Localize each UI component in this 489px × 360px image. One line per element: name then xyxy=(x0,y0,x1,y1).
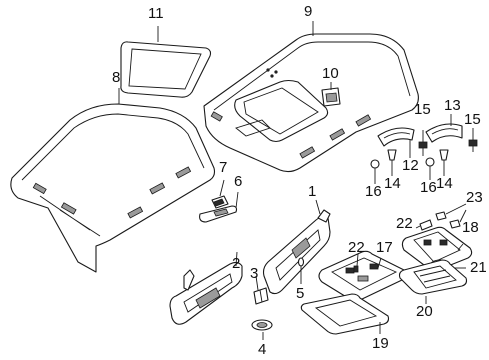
callout-9: 9 xyxy=(304,3,313,20)
leader-23a xyxy=(445,203,467,215)
leader-2 xyxy=(235,251,238,267)
callout-3: 3 xyxy=(250,265,259,282)
callout-23: 23 xyxy=(466,189,483,206)
callout-22b: 22 xyxy=(396,215,413,232)
leader-22b xyxy=(415,225,421,229)
sunroof-glass-part xyxy=(120,41,212,98)
callout-10: 10 xyxy=(322,65,339,82)
callout-14a: 14 xyxy=(384,175,401,192)
callout-2: 2 xyxy=(232,255,241,272)
callout-5: 5 xyxy=(296,285,305,302)
leader-17 xyxy=(377,257,382,269)
callout-22a: 22 xyxy=(348,239,365,256)
console-lens-part xyxy=(300,293,390,335)
sun-visor-left-part xyxy=(169,261,243,325)
map-lamp-housing-part xyxy=(401,226,473,272)
clip-22b-part xyxy=(419,219,433,231)
callout-16a: 16 xyxy=(365,183,382,200)
clip-14b-part xyxy=(439,149,449,166)
screw-15a-part xyxy=(418,141,428,156)
cap-16b-part xyxy=(425,157,435,172)
clip-14a-part xyxy=(387,149,397,166)
leader-18 xyxy=(457,243,464,251)
callout-18: 18 xyxy=(462,219,479,236)
callout-15a: 15 xyxy=(414,101,431,118)
bulb-23-part xyxy=(435,211,461,229)
visor-clip-part xyxy=(199,205,238,223)
callout-1: 1 xyxy=(308,183,317,200)
leader-7 xyxy=(219,179,225,197)
overhead-console-part xyxy=(318,250,407,302)
leader-3 xyxy=(255,275,259,291)
grab-handle-part xyxy=(425,123,463,143)
callout-16b: 16 xyxy=(420,179,437,196)
cap-16a-part xyxy=(370,159,380,174)
callout-21: 21 xyxy=(470,259,487,276)
grab-handle-left-part xyxy=(377,127,415,147)
callout-12: 12 xyxy=(402,157,419,174)
callout-6: 6 xyxy=(234,173,243,190)
callout-17: 17 xyxy=(376,239,393,256)
screw-15b-part xyxy=(468,139,478,152)
callout-8: 8 xyxy=(112,69,121,86)
callout-7: 7 xyxy=(219,159,228,176)
leader-23b xyxy=(459,209,467,223)
bulb-22a-part xyxy=(353,265,359,273)
visor-hook-part xyxy=(253,287,269,305)
callout-4: 4 xyxy=(258,341,267,358)
callout-11: 11 xyxy=(148,5,164,22)
headliner-sunroof-part xyxy=(203,33,419,173)
sun-visor-right-part xyxy=(262,209,331,295)
callout-13: 13 xyxy=(444,97,461,114)
leader-6 xyxy=(235,191,239,209)
overhead-clip-part xyxy=(321,87,341,107)
map-lamp-lens-part xyxy=(398,259,468,295)
callout-15b: 15 xyxy=(464,111,481,128)
leader-1 xyxy=(315,199,321,215)
callout-20: 20 xyxy=(416,303,433,320)
visor-cover-part xyxy=(251,319,273,331)
callout-19: 19 xyxy=(372,335,389,352)
screw-5-part xyxy=(297,257,305,276)
callout-14b: 14 xyxy=(436,175,453,192)
visor-bracket-part xyxy=(211,195,229,209)
headliner-panel-part xyxy=(10,103,216,273)
leader-22a xyxy=(356,253,359,267)
